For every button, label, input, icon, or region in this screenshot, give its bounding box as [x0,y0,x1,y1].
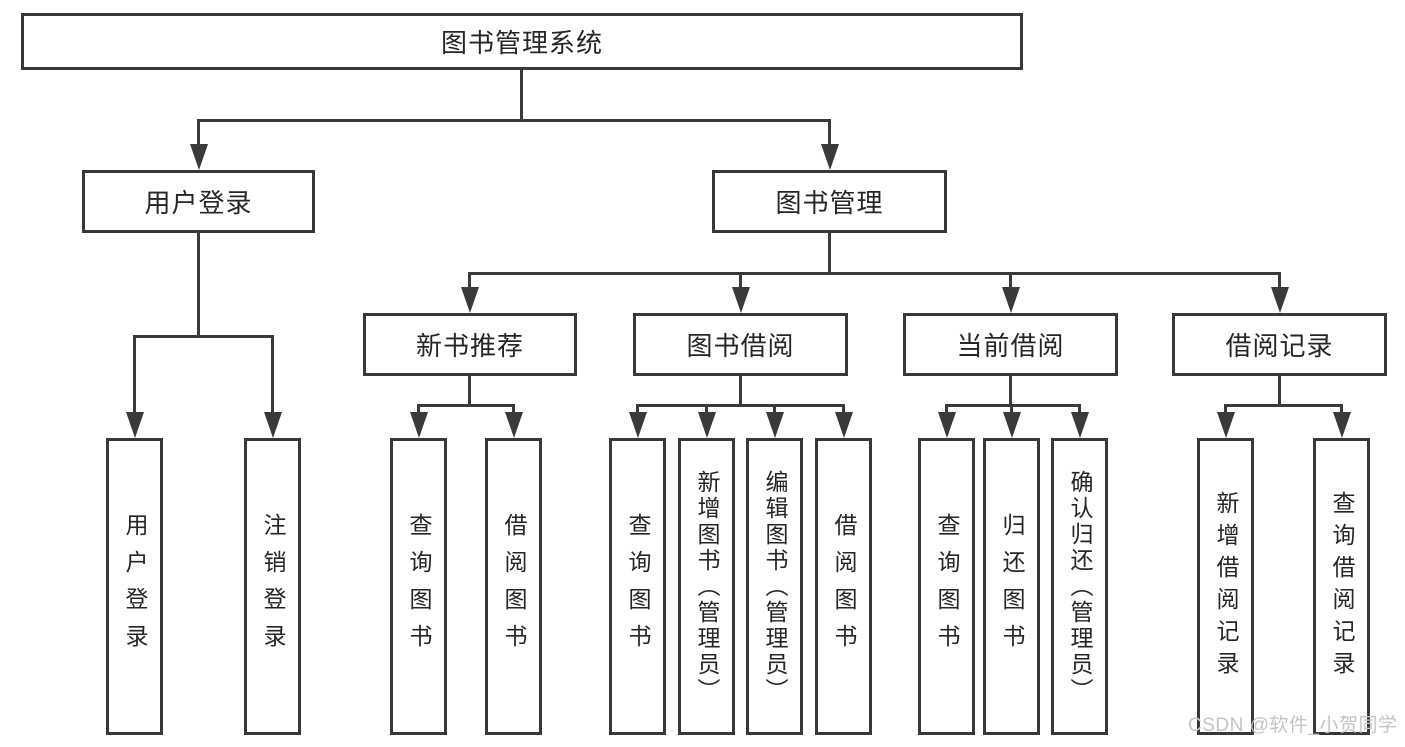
connector-line [1010,404,1013,414]
connector-line [417,404,515,407]
connector-line [1278,272,1281,289]
arrow-down-icon [126,412,144,438]
leaf-add-borrow-record: 新增借阅记录 [1197,438,1254,735]
connector-line [828,233,831,274]
leaf-user-login: 用户登录 [106,438,163,735]
connector-line [197,119,831,122]
leaf-confirm-return-admin: 确认归还（管理员） [1051,438,1108,735]
arrow-down-icon [766,412,784,438]
connector-line [133,335,136,414]
leaf-label: 新增借阅记录 [1213,490,1239,683]
connector-line [705,404,708,414]
connector-line [468,272,471,289]
connector-line [828,119,831,146]
leaf-query-books-recommend: 查询图书 [390,438,447,735]
connector-line [1009,272,1012,289]
node-book-management: 图书管理 [712,170,947,233]
node-current-borrowing: 当前借阅 [903,313,1118,376]
connector-line [945,404,1081,407]
arrow-down-icon [410,412,428,438]
leaf-label: 查询图书 [406,512,432,661]
arrow-down-icon [1217,412,1235,438]
arrow-down-icon [1002,287,1020,313]
connector-line [417,404,420,414]
leaf-query-borrow-record: 查询借阅记录 [1313,438,1370,735]
connector-line [773,404,776,414]
node-new-book-recommend: 新书推荐 [363,313,577,376]
leaf-return-books: 归还图书 [983,438,1040,735]
connector-line [133,335,274,338]
connector-line [197,119,200,146]
connector-line [197,233,200,335]
leaf-edit-books-admin: 编辑图书（管理员） [746,438,803,735]
arrow-down-icon [732,287,750,313]
leaf-borrow-books-recommend: 借阅图书 [485,438,542,735]
arrow-down-icon [505,412,523,438]
leaf-logout-login: 注销登录 [244,438,301,735]
connector-line [636,404,845,407]
arrow-down-icon [629,412,647,438]
arrow-down-icon [1333,412,1351,438]
connector-line [945,404,948,414]
arrow-down-icon [264,412,282,438]
leaf-label: 归还图书 [999,512,1025,661]
arrow-down-icon [835,412,853,438]
arrow-down-icon [190,144,208,170]
node-user-login: 用户登录 [82,170,315,233]
arrow-down-icon [1071,412,1089,438]
leaf-label: 注销登录 [260,512,286,661]
arrow-down-icon [698,412,716,438]
connector-line [271,335,274,414]
connector-line [468,376,471,406]
leaf-label: 查询借阅记录 [1329,490,1355,683]
arrow-down-icon [938,412,956,438]
arrow-down-icon [821,144,839,170]
leaf-label: 查询图书 [625,512,651,661]
leaf-label: 确认归还（管理员） [1067,469,1093,704]
connector-line [739,272,742,289]
leaf-label: 借阅图书 [831,512,857,661]
connector-line [520,70,523,120]
leaf-add-books-admin: 新增图书（管理员） [678,438,735,735]
connector-line [1078,404,1081,414]
arrow-down-icon [1271,287,1289,313]
node-borrowing-records: 借阅记录 [1172,313,1387,376]
connector-line [512,404,515,414]
connector-line [1340,404,1343,414]
leaf-query-books-borrowing: 查询图书 [609,438,666,735]
connector-line [1224,404,1343,407]
leaf-label: 借阅图书 [501,512,527,661]
arrow-down-icon [461,287,479,313]
connector-line [842,404,845,414]
arrow-down-icon [1003,412,1021,438]
leaf-borrow-books: 借阅图书 [815,438,872,735]
leaf-label: 查询图书 [934,512,960,661]
connector-line [1278,376,1281,406]
connector-line [468,272,1281,275]
leaf-label: 用户登录 [122,512,148,661]
node-library-management-system: 图书管理系统 [21,13,1023,70]
connector-line [636,404,639,414]
connector-line [1224,404,1227,414]
connector-line [739,376,742,406]
node-book-borrowing: 图书借阅 [633,313,848,376]
leaf-label: 新增图书（管理员） [694,469,720,704]
connector-line [1009,376,1012,406]
leaf-label: 编辑图书（管理员） [762,469,788,704]
leaf-query-books-current: 查询图书 [918,438,975,735]
watermark: CSDN @软件_小贺同学 [1188,715,1398,736]
